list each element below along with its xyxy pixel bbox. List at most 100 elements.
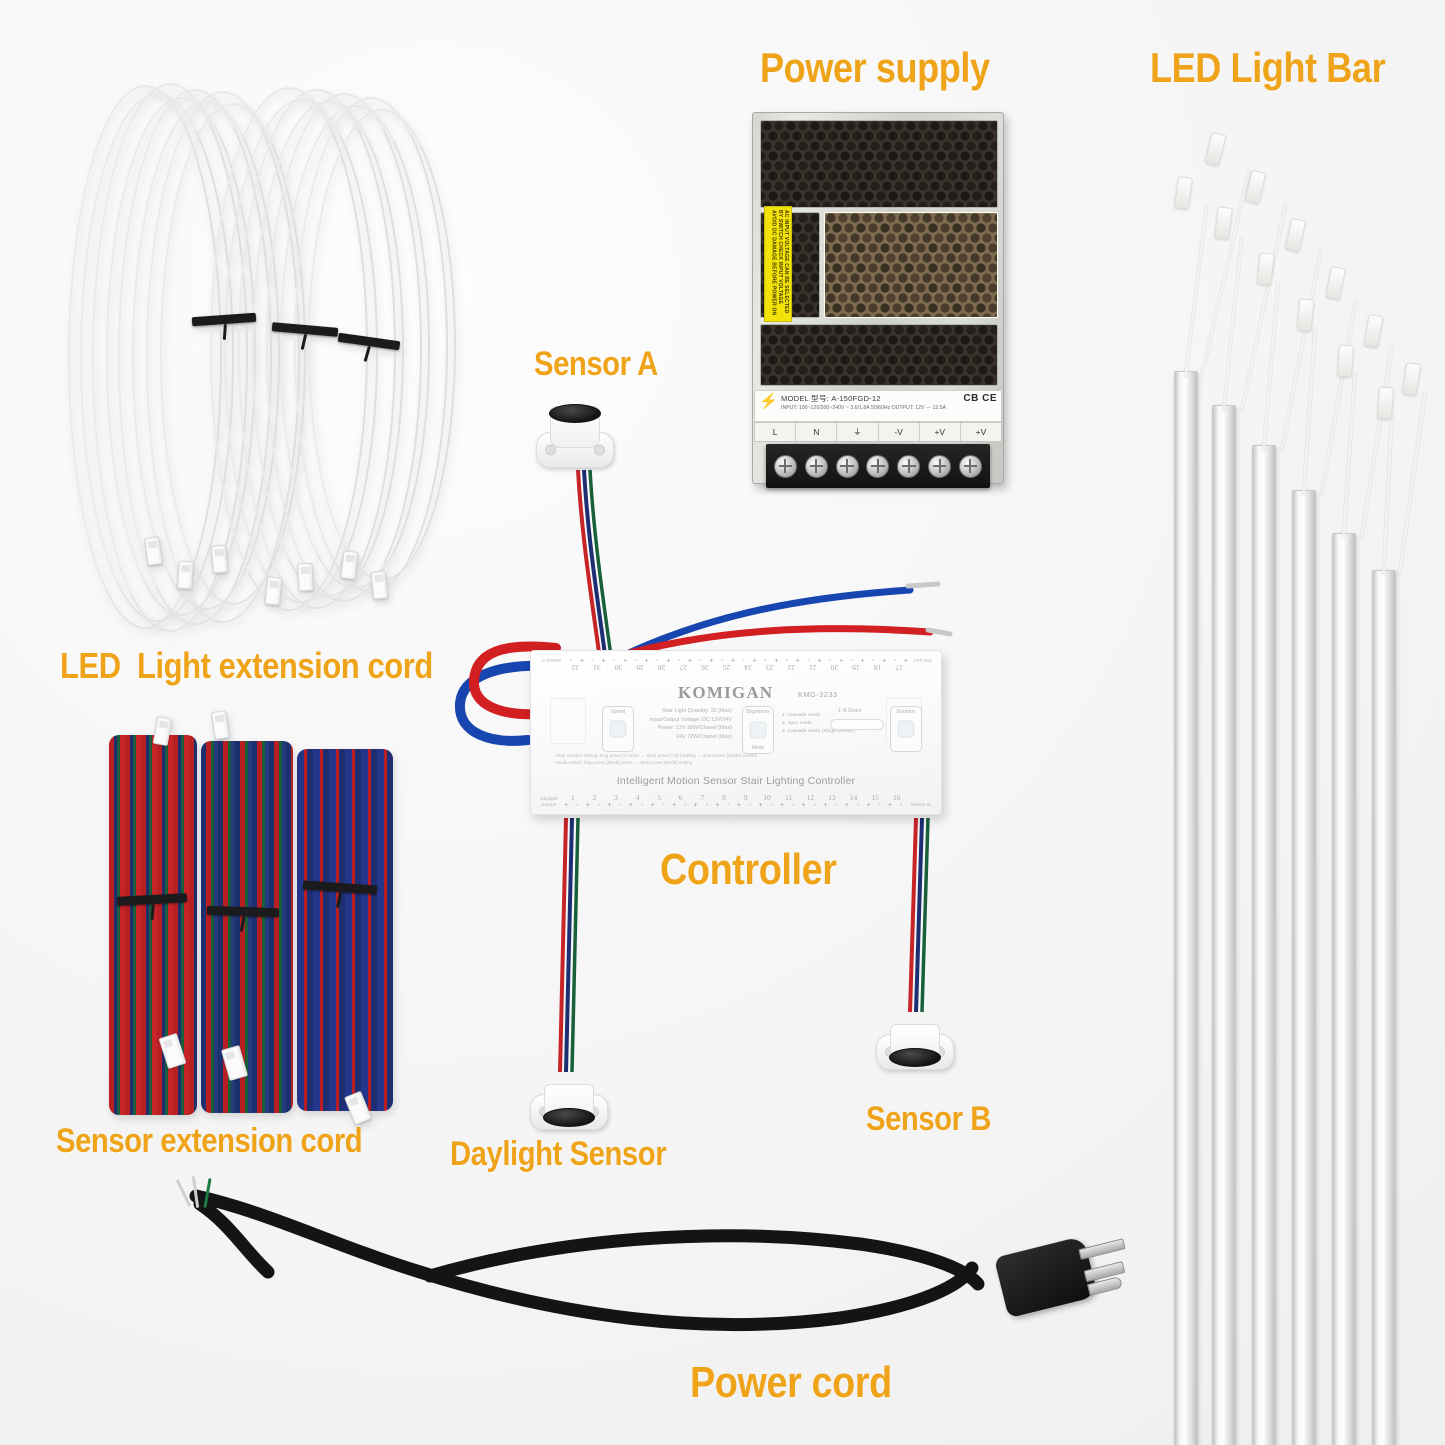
channel-25[interactable]: 25+ - (717, 656, 736, 672)
rgb-cable-bundle (201, 741, 293, 1113)
connector (297, 562, 314, 592)
led-bar-connector (1325, 265, 1346, 301)
gear-slider[interactable] (830, 719, 884, 730)
terminal-screw (835, 454, 859, 478)
channel-10[interactable]: 10+ - (758, 793, 776, 809)
psu-spec-line: INPUT: 100~120/200~240V ~ 3.6/1.8A 50/60… (781, 405, 947, 411)
channel-18[interactable]: 18+ - (868, 656, 887, 672)
controller-bottom-port-row: Daylight Sensor 1+ - 2+ - 3+ - 4+ - 5+ -… (536, 779, 936, 809)
terminal-screw (958, 454, 982, 478)
channel-20[interactable]: 20+ - (825, 656, 844, 672)
led-bar-connector (1401, 362, 1422, 396)
screw-hole (545, 444, 556, 456)
vent-grille-mid (824, 212, 998, 318)
channel-24[interactable]: 24+ - (739, 656, 757, 672)
power-plug (993, 1235, 1126, 1319)
led-light-extension-cord (60, 75, 480, 655)
rgb-cable-bundle (297, 749, 393, 1111)
terminal-label: +V (920, 423, 961, 441)
warning-label: AC INPUT VOLTAGE CAN BE SELECTED BY SWIT… (764, 206, 792, 322)
psu-model-value: A-150FGD-12 (831, 394, 881, 403)
channel-31[interactable]: 31+ - (588, 656, 606, 672)
channel-19[interactable]: 19+ - (847, 656, 865, 672)
channel-26[interactable]: 26+ - (696, 656, 714, 672)
channel-9[interactable]: 9+ - (736, 793, 755, 809)
controller-model: KMG-3233 (798, 690, 838, 699)
solder-pad-left (550, 698, 586, 744)
channel-3[interactable]: 3+ - (607, 793, 625, 809)
label-power-supply: Power supply (760, 44, 990, 91)
led-bar-lead-wire (1382, 415, 1394, 576)
label-led-light-bar: LED Light Bar (1150, 44, 1386, 91)
sensor-b-wires (908, 817, 930, 1013)
controller-top-port-row: Test port 17+ - 18+ - 19+ - 20+ - 21+ - … (536, 656, 936, 686)
channel-23[interactable]: 23+ - (760, 656, 779, 672)
led-bar-lead-wire (1342, 373, 1357, 539)
led-light-bar (1212, 405, 1236, 1445)
channel-17[interactable]: 17+ - (890, 656, 908, 672)
brand-logo-icon: ⚡ (759, 393, 778, 410)
led-light-bar (1252, 445, 1276, 1445)
label-daylight-sensor: Daylight Sensor (450, 1135, 667, 1173)
channel-2[interactable]: 2+ - (585, 793, 604, 809)
daylight-sensor-wires (558, 817, 580, 1073)
speed-button-pad[interactable] (609, 720, 627, 738)
channel-7[interactable]: 7+ - (693, 793, 712, 809)
bare-lead-ground (203, 1177, 212, 1209)
controller-brand: KOMIGAN (678, 683, 774, 702)
led-light-bar (1174, 371, 1198, 1445)
channel-11[interactable]: 11+ - (780, 793, 798, 809)
vent-grille-top (760, 120, 998, 208)
sensor-extension-cord (105, 710, 415, 1126)
motion-sensor-a (536, 404, 614, 468)
terminal-screw (928, 454, 952, 478)
channel-8[interactable]: 8+ - (715, 793, 733, 809)
channel-30[interactable]: 30+ - (609, 656, 628, 672)
channel-14[interactable]: 14+ - (844, 793, 863, 809)
duration-button[interactable]: Duration (890, 706, 922, 752)
brightness-mode-button[interactable]: Brightness Mode (742, 706, 774, 754)
led-bar-connector (1214, 206, 1233, 240)
led-bar-lead-wire (1184, 206, 1208, 378)
terminal-label: N (796, 423, 838, 441)
channel-6[interactable]: 6+ - (672, 793, 690, 809)
channel-27[interactable]: 27+ - (674, 656, 692, 672)
led-light-bar (1292, 490, 1316, 1445)
channel-22[interactable]: 22+ - (782, 656, 800, 672)
channel-5[interactable]: 5+ - (650, 793, 668, 809)
label-sensor-a: Sensor A (534, 345, 658, 383)
channel-13[interactable]: 13+ - (823, 793, 841, 809)
terminal-screw (773, 454, 797, 478)
bare-lead (191, 1175, 200, 1209)
daylight-sensor (530, 1068, 608, 1130)
terminal-label: -V (879, 423, 920, 441)
channel-16[interactable]: 16+ - (888, 793, 906, 809)
channel-32[interactable]: 32+ - (566, 656, 584, 672)
channel-4[interactable]: 4+ - (628, 793, 647, 809)
gear-range-label: 1~8 Gears (838, 708, 862, 714)
led-bar-connector (1173, 176, 1194, 210)
led-bar-lead-wire (1240, 204, 1288, 413)
controller-mode-list: 1. Cascade mode 2. Sync mode 3. Cascade … (782, 713, 855, 734)
channel-28[interactable]: 28+ - (652, 656, 671, 672)
channel-12[interactable]: 12+ - (801, 793, 820, 809)
led-bar-connector (1256, 252, 1275, 286)
terminal-legend: L N ⏚ -V +V +V (754, 422, 1002, 442)
channel-29[interactable]: 29+ - (631, 656, 649, 672)
lighting-controller: Test port 17+ - 18+ - 19+ - 20+ - 21+ - … (530, 650, 942, 815)
mode-button-pad[interactable] (749, 721, 767, 739)
duration-button-pad[interactable] (897, 720, 915, 738)
speed-button[interactable]: Speed (602, 706, 634, 752)
label-led-extension-cord: LED Light extension cord (60, 645, 433, 686)
connector (264, 576, 283, 606)
led-bar-connector (1336, 344, 1355, 378)
channel-21[interactable]: 21+ - (804, 656, 822, 672)
led-bar-lead-wire (1280, 250, 1323, 453)
connector (211, 710, 230, 740)
channel-15[interactable]: 15+ - (866, 793, 884, 809)
channel-1[interactable]: 1+ - (564, 793, 582, 809)
led-light-bar (1372, 570, 1396, 1445)
terminal-label: ⏚ (837, 423, 879, 441)
terminal-label: L (755, 423, 797, 441)
